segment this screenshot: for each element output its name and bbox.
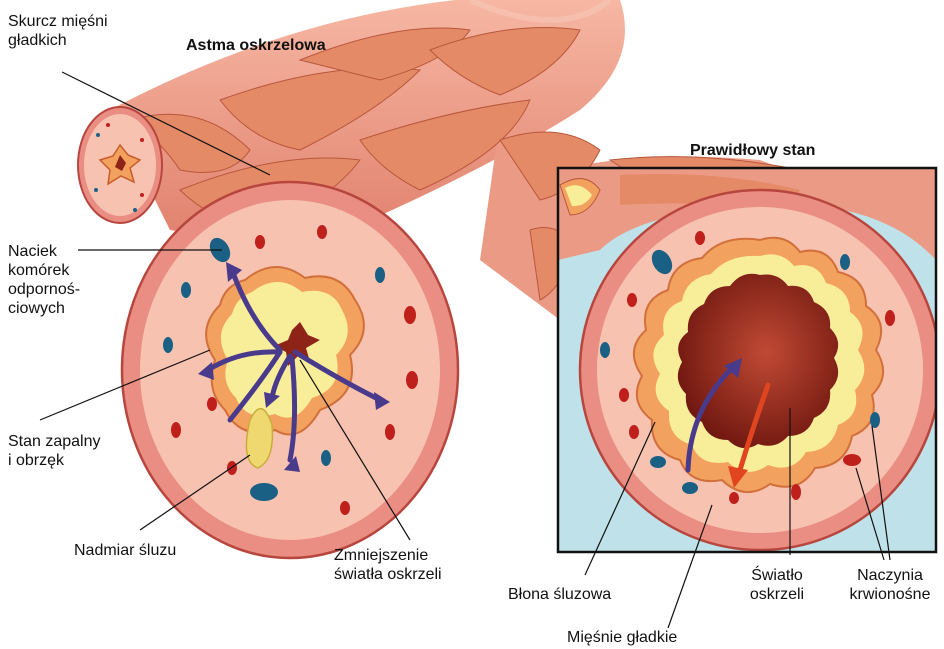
small-branch-cross-section <box>78 107 162 223</box>
label-smooth-muscle-contraction: Skurcz mięśni gładkich <box>8 12 108 50</box>
label-excess-mucus: Nadmiar śluzu <box>74 541 176 560</box>
label-lumen-narrowing: Zmniejszenie światła oskrzeli <box>334 546 442 584</box>
label-inflammation: Stan zapalny i obrzęk <box>8 432 101 470</box>
asthma-title: Astma oskrzelowa <box>186 37 326 55</box>
label-smooth-muscles: Mięśnie gładkie <box>567 628 677 647</box>
label-blood-vessels: Naczynia krwionośne <box>838 566 942 604</box>
normal-state-inset <box>558 168 940 552</box>
normal-state-title: Prawidłowy stan <box>690 142 815 160</box>
label-mucous-membrane: Błona śluzowa <box>508 585 611 604</box>
asthma-cross-section <box>122 182 458 558</box>
label-bronchial-lumen: Światło oskrzeli <box>732 566 822 604</box>
label-immune-infiltrate: Naciek komórek odpornoś- ciowych <box>8 242 80 318</box>
